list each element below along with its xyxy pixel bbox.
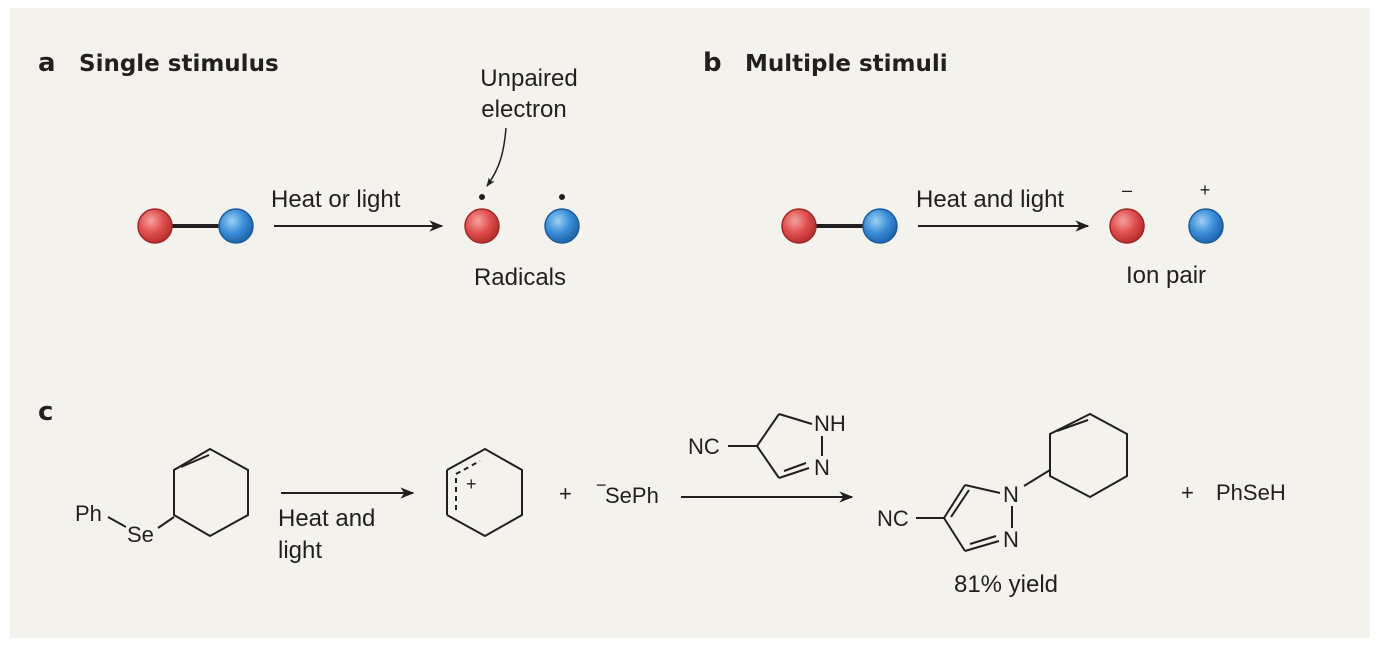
- panel-c-letter: c: [38, 397, 53, 427]
- panel-c-plus-1: +: [559, 481, 572, 506]
- allyl-cation-charge: +: [466, 474, 477, 494]
- allyl-cation-ring: [446, 447, 523, 538]
- panel-a-red-atom: [137, 208, 173, 244]
- allyl-cation: +: [446, 447, 523, 538]
- panel-b-blue-atom: [862, 208, 898, 244]
- panel-b-cation-blue: [1188, 208, 1224, 244]
- reagent-nh-label: NH: [814, 411, 846, 436]
- panel-b-anion-red: [1109, 208, 1145, 244]
- product-cyclohexene-ring: [1049, 412, 1128, 499]
- allyl-cation-delocalization: [455, 460, 481, 510]
- panel-a-blue-atom: [218, 208, 254, 244]
- panel-c-arrow-1-label-line1: Heat and: [278, 505, 375, 532]
- panel-b-arrow-label: Heat and light: [916, 186, 1064, 213]
- panel-a-title: Single stimulus: [79, 51, 279, 77]
- panel-a-letter: a: [38, 48, 56, 78]
- cyclohexene-ring: [173, 447, 249, 538]
- panel-a: a Single stimulus Heat or light Unpaired…: [38, 48, 580, 291]
- product-c3-n2: [964, 540, 1000, 552]
- panel-a-radical-red: [464, 208, 500, 244]
- panel-b-minus-charge: –: [1122, 180, 1132, 200]
- panel-b-product-label: Ion pair: [1126, 262, 1206, 289]
- product-c3-n2-double: [969, 535, 997, 545]
- ph-label: Ph: [75, 501, 102, 526]
- cyanopyrazole-reagent: NC NH N: [688, 411, 846, 480]
- se-label: Se: [127, 522, 154, 547]
- product-n-cyclohexenyl-bond: [1023, 469, 1051, 487]
- product-yield: 81% yield: [954, 571, 1058, 598]
- se-ring-bond: [157, 516, 175, 529]
- reagent-c3-n2: [778, 467, 810, 479]
- product-c4-c5: [943, 484, 966, 519]
- reagent-c4-c3: [756, 445, 780, 479]
- panel-c-plus-2: +: [1181, 480, 1194, 505]
- reagent-nc-label: NC: [688, 434, 720, 459]
- panel-b: b Multiple stimuli Heat and light – + Io…: [703, 48, 1224, 289]
- figure-background: [10, 8, 1370, 638]
- product-c5-n1: [964, 484, 1001, 494]
- product-n1-label: N: [1003, 482, 1019, 507]
- panel-a-product-label: Radicals: [474, 264, 566, 291]
- product-n2-label: N: [1003, 527, 1019, 552]
- phenylselanyl-cyclohexene: Ph Se: [75, 447, 249, 547]
- cyclohexene-double-bond: [180, 454, 210, 468]
- reagent-c4-c5: [756, 413, 780, 447]
- panel-a-annotation-line2: electron: [481, 96, 566, 123]
- panel-a-annotation-pointer: [486, 127, 507, 187]
- product-c5-c5-double: [950, 489, 970, 518]
- reagent-c3-n2-double: [783, 462, 807, 472]
- panel-a-annotation-line1: Unpaired: [480, 65, 577, 92]
- selenide-anion-charge: −: [596, 475, 607, 495]
- product-nc-label: NC: [877, 506, 909, 531]
- reagent-n-label: N: [814, 455, 830, 480]
- panel-c: c Ph Se Heat and light + + − SePh N: [38, 397, 1286, 598]
- ph-se-bond: [107, 516, 127, 528]
- reagent-c5-n1: [778, 413, 813, 425]
- panel-a-arrow-label: Heat or light: [271, 186, 401, 213]
- panel-b-title: Multiple stimuli: [745, 51, 948, 77]
- pyrazole-product: NC N N 81% yield: [877, 412, 1128, 598]
- panel-a-radical-blue: [544, 208, 580, 244]
- panel-b-plus-charge: +: [1200, 180, 1211, 200]
- panel-a-unpaired-electron-red: [479, 194, 485, 200]
- panel-c-arrow-1-label-line2: light: [278, 537, 322, 564]
- selenide-anion: SePh: [605, 483, 659, 508]
- product-c4-c3: [943, 517, 966, 552]
- byproduct-phseh: PhSeH: [1216, 480, 1286, 505]
- panel-b-red-atom: [781, 208, 817, 244]
- product-cyclohexene-double-bond: [1056, 419, 1089, 432]
- panel-a-unpaired-electron-blue: [559, 194, 565, 200]
- panel-b-letter: b: [703, 48, 722, 78]
